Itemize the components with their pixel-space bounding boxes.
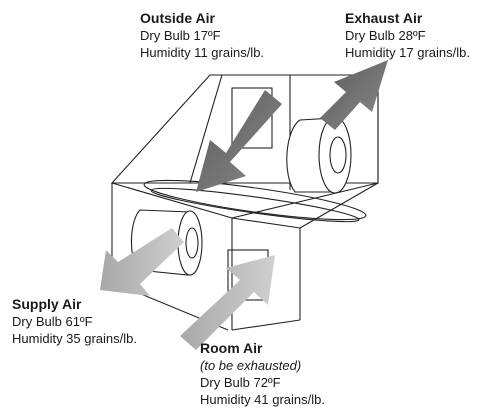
supply-air-title: Supply Air bbox=[12, 296, 82, 312]
room-air-humidity: Humidity 41 grains/lb. bbox=[200, 392, 325, 407]
outside-air-dry-bulb: Dry Bulb 17ºF bbox=[140, 28, 221, 43]
outside-air-title: Outside Air bbox=[140, 10, 215, 26]
supply-air-humidity: Humidity 35 grains/lb. bbox=[12, 331, 137, 346]
exhaust-air-dry-bulb: Dry Bulb 28ºF bbox=[345, 28, 426, 43]
supply-air-label: Supply Air Dry Bulb 61ºF Humidity 35 gra… bbox=[12, 296, 137, 347]
exhaust-air-title: Exhaust Air bbox=[345, 10, 423, 26]
supply-air-dry-bulb: Dry Bulb 61ºF bbox=[12, 314, 93, 329]
room-air-title: Room Air bbox=[200, 340, 263, 356]
supply-air-arrow bbox=[100, 228, 184, 296]
outside-air-label: Outside Air Dry Bulb 17ºF Humidity 11 gr… bbox=[140, 10, 264, 61]
exhaust-fan bbox=[286, 116, 352, 194]
outside-air-humidity: Humidity 11 grains/lb. bbox=[140, 45, 265, 60]
room-air-note: (to be exhausted) bbox=[200, 358, 302, 373]
room-air-dry-bulb: Dry Bulb 72ºF bbox=[200, 375, 281, 390]
exhaust-air-arrow bbox=[320, 60, 388, 130]
exhaust-air-label: Exhaust Air Dry Bulb 28ºF Humidity 17 gr… bbox=[345, 10, 470, 61]
outside-air-arrow bbox=[196, 90, 282, 192]
exhaust-air-humidity: Humidity 17 grains/lb. bbox=[345, 45, 470, 60]
heat-exchanger-wheel bbox=[143, 179, 367, 221]
outside-air-intake-panel bbox=[231, 87, 273, 149]
room-air-arrow bbox=[180, 255, 275, 350]
room-air-label: Room Air (to be exhausted) Dry Bulb 72ºF… bbox=[200, 340, 325, 408]
